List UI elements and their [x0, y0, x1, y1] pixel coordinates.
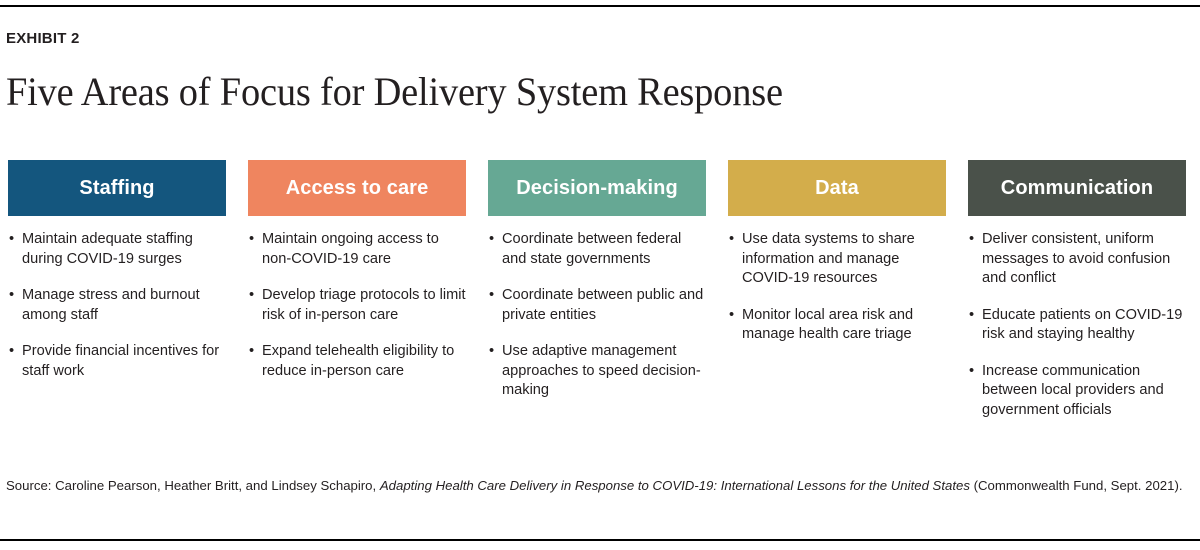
list-item-text: Develop triage protocols to limit risk o…	[262, 287, 466, 323]
bottom-divider	[0, 539, 1200, 541]
bullet-icon: •	[9, 231, 15, 247]
list-item-text: Provide financial incentives for staff w…	[22, 343, 220, 379]
list-item-text: Coordinate between public and private en…	[502, 287, 704, 323]
columns-container: Staffing • Maintain adequate staffing duri…	[8, 160, 1196, 420]
column-header-label: Decision-making	[516, 176, 678, 199]
column-header-access-to-care: Access to care	[248, 160, 466, 216]
list-item: • Maintain adequate staffing during COVID…	[8, 230, 226, 269]
list-item: • Coordinate between public and private e…	[488, 286, 706, 325]
list-item: • Maintain ongoing access to non-COVID-19…	[248, 230, 466, 269]
bullet-icon: •	[729, 231, 735, 247]
bullet-icon: •	[489, 231, 495, 247]
bullet-icon: •	[729, 306, 735, 323]
list-item: • Coordinate between federal and state go…	[488, 230, 706, 269]
bullet-icon: •	[249, 343, 255, 359]
source-note: Source: Caroline Pearson, Heather Britt,…	[6, 477, 1196, 495]
bullet-list-communication: • Deliver consistent, uniform messages to…	[968, 216, 1186, 420]
list-item: • Develop triage protocols to limit risk …	[248, 286, 466, 325]
list-item-text: Coordinate between federal and state gov…	[502, 231, 682, 267]
source-suffix: (Commonwealth Fund, Sept. 2021).	[969, 478, 1183, 493]
list-item: • Manage stress and burnout among staff	[8, 286, 226, 325]
column-data: Data • Use data systems to share informati…	[728, 160, 946, 420]
bullet-list-decision-making: • Coordinate between federal and state go…	[488, 216, 706, 401]
column-header-label: Staffing	[79, 176, 155, 199]
page-title: Five Areas of Focus for Delivery System …	[6, 69, 783, 114]
list-item: • Deliver consistent, uniform messages to…	[968, 230, 1186, 289]
bullet-icon: •	[9, 343, 15, 359]
bullet-icon: •	[969, 362, 975, 379]
list-item-text: Use adaptive management approaches to sp…	[502, 343, 701, 398]
bullet-list-data: • Use data systems to share information a…	[728, 216, 946, 345]
list-item-text: Maintain adequate staffing during COVID-…	[22, 231, 193, 267]
bullet-icon: •	[969, 231, 975, 247]
list-item: • Use adaptive management approaches to s…	[488, 342, 706, 401]
column-header-label: Access to care	[285, 176, 429, 199]
column-header-data: Data	[728, 160, 946, 216]
top-divider	[0, 5, 1200, 7]
list-item: • Increase communication between local pr…	[968, 362, 1186, 421]
bullet-icon: •	[249, 287, 255, 303]
list-item-text: Expand telehealth eligibility to reduce …	[262, 343, 455, 379]
list-item-text: Educate patients on COVID-19 risk and st…	[982, 306, 1183, 343]
list-item: • Use data systems to share information a…	[728, 230, 946, 289]
column-access-to-care: Access to care • Maintain ongoing access t…	[248, 160, 466, 420]
bullet-icon: •	[489, 343, 495, 359]
list-item-text: Increase communication between local pro…	[982, 362, 1164, 418]
source-prefix: Source: Caroline Pearson, Heather Britt,…	[6, 478, 380, 493]
bullet-icon: •	[9, 287, 15, 303]
list-item-text: Manage stress and burnout among staff	[22, 287, 200, 323]
bullet-list-access-to-care: • Maintain ongoing access to non-COVID-19…	[248, 216, 466, 381]
bullet-icon: •	[489, 287, 495, 303]
column-staffing: Staffing • Maintain adequate staffing duri…	[8, 160, 226, 420]
column-header-communication: Communication	[968, 160, 1186, 216]
list-item: • Expand telehealth eligibility to reduce…	[248, 342, 466, 381]
list-item: • Monitor local area risk and manage heal…	[728, 306, 946, 345]
list-item-text: Monitor local area risk and manage healt…	[742, 306, 914, 343]
list-item: • Provide financial incentives for staff …	[8, 342, 226, 381]
exhibit-label: EXHIBIT 2	[6, 30, 80, 47]
bullet-list-staffing: • Maintain adequate staffing during COVID…	[8, 216, 226, 381]
column-decision-making: Decision-making • Coordinate between feder…	[488, 160, 706, 420]
column-header-label: Communication	[1000, 176, 1154, 199]
bullet-icon: •	[969, 306, 975, 323]
bullet-icon: •	[249, 231, 255, 247]
column-header-decision-making: Decision-making	[488, 160, 706, 216]
column-header-label: Data	[815, 176, 859, 199]
list-item-text: Maintain ongoing access to non-COVID-19 …	[262, 231, 439, 267]
column-header-staffing: Staffing	[8, 160, 226, 216]
column-communication: Communication • Deliver consistent, unifor…	[968, 160, 1186, 420]
list-item: • Educate patients on COVID-19 risk and s…	[968, 306, 1186, 345]
list-item-text: Deliver consistent, uniform messages to …	[982, 231, 1171, 286]
source-title: Adapting Health Care Delivery in Respons…	[379, 478, 970, 493]
list-item-text: Use data systems to share information an…	[742, 231, 915, 286]
